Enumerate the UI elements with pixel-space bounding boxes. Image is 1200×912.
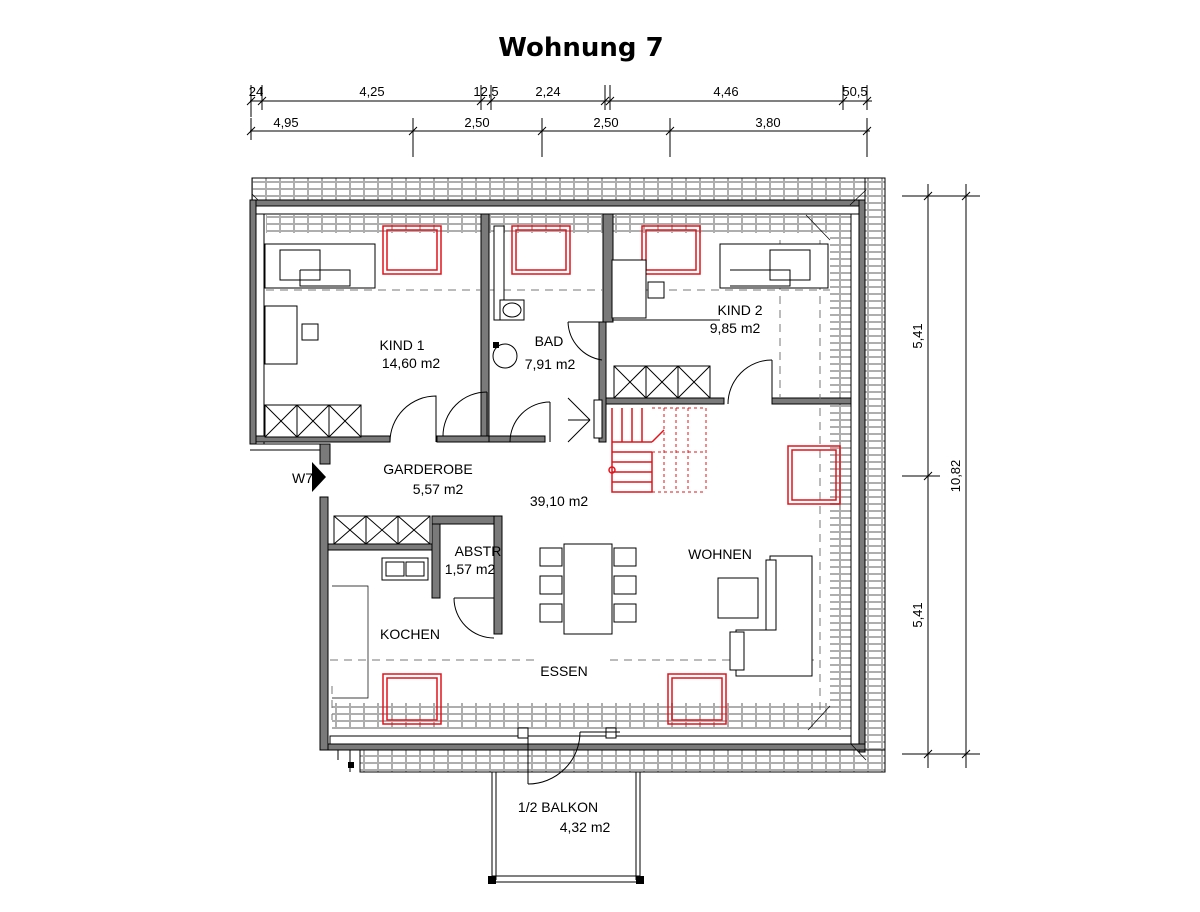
window-kochen [382,673,442,725]
room-garderobe-area: 5,57 m2 [413,481,464,497]
window-wohnen-right [787,445,841,505]
dimension-chain-right: 5,41 5,41 10,82 [902,184,980,768]
outer-walls [249,189,867,772]
room-main-area: 39,10 m2 [530,493,589,509]
balcony [488,727,644,884]
room-bad-name: BAD [535,333,564,349]
dim-top-2: 4,25 [359,84,384,99]
window-kind2 [641,225,701,275]
entrance-marker: W7 [292,462,326,492]
room-abstr-area: 1,57 m2 [445,561,496,577]
room-kind1-area: 14,60 m2 [382,355,441,371]
dim-right-1: 5,41 [910,323,925,348]
dim-second-3: 2,50 [593,115,618,130]
furniture-dining [539,543,637,635]
dim-top-5: 4,46 [713,84,738,99]
furniture-kind1 [264,243,376,438]
room-balkon-area: 4,32 m2 [560,819,611,835]
dim-top-1: 24 [249,84,263,99]
window-essen [667,673,727,725]
furniture-living [717,555,813,677]
room-essen-name: ESSEN [540,663,587,679]
entrance-label: W7 [292,470,313,486]
plan-title: Wohnung 7 [498,33,663,63]
roof-windows [382,225,841,725]
furniture-bad [492,225,603,443]
dimension-chain-top: 24 4,25 12,5 2,24 4,46 50,5 4,95 2,50 2,… [246,84,872,157]
room-kind2-area: 9,85 m2 [710,320,761,336]
dim-top-6: 50,5 [842,84,867,99]
dim-second-1: 4,95 [273,115,298,130]
window-bad [511,225,571,275]
room-labels: KIND 1 14,60 m2 BAD 7,91 m2 KIND 2 9,85 … [379,302,762,835]
dim-right-2: 5,41 [910,602,925,627]
interior-walls [255,213,852,635]
window-kind1 [382,225,442,275]
furniture-garderobe [333,515,431,545]
dim-second-2: 2,50 [464,115,489,130]
dim-right-total: 10,82 [948,460,963,493]
room-garderobe-name: GARDEROBE [383,461,472,477]
room-bad-area: 7,91 m2 [525,356,576,372]
room-kochen-name: KOCHEN [380,626,440,642]
furniture-kitchen [332,557,429,699]
dim-top-3: 12,5 [473,84,498,99]
roof-eaves [251,177,886,773]
room-abstr-name: ABSTR [455,543,502,559]
staircase [608,407,707,493]
dim-second-4: 3,80 [755,115,780,130]
room-kind2-name: KIND 2 [717,302,762,318]
dim-top-4: 2,24 [535,84,560,99]
room-kind1-name: KIND 1 [379,337,424,353]
doors [389,321,773,785]
room-balkon-name: 1/2 BALKON [518,799,598,815]
furniture-kind2 [611,243,829,399]
room-wohnen-name: WOHNEN [688,546,752,562]
